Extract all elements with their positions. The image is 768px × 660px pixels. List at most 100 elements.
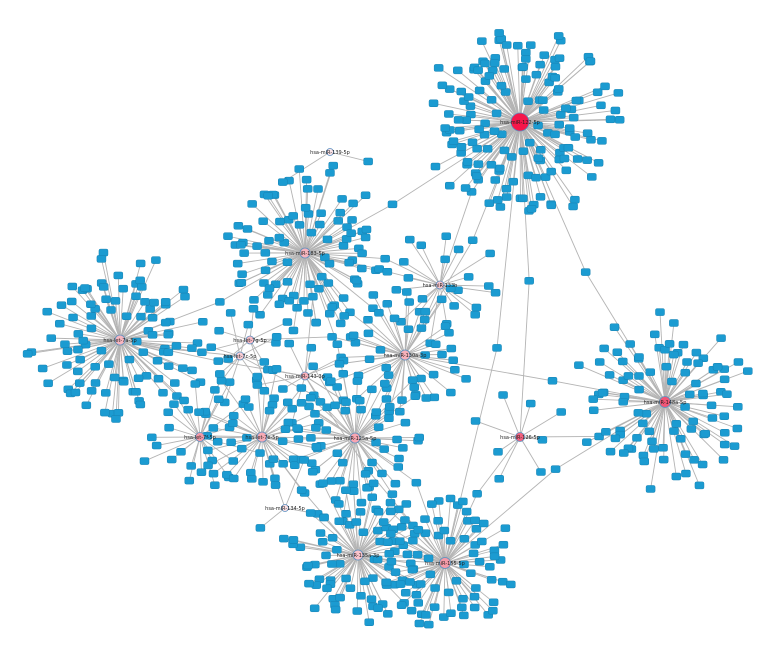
- target-gene-node[interactable]: [248, 305, 259, 313]
- target-gene-node[interactable]: [430, 162, 441, 171]
- target-gene-node[interactable]: [78, 336, 88, 345]
- target-gene-node[interactable]: [568, 113, 579, 122]
- target-gene-node[interactable]: [152, 356, 163, 365]
- target-gene-node[interactable]: [333, 217, 343, 225]
- target-gene-node[interactable]: [325, 169, 335, 177]
- target-gene-node[interactable]: [588, 406, 599, 415]
- target-gene-node[interactable]: [489, 552, 500, 561]
- target-gene-node[interactable]: [259, 358, 270, 366]
- target-gene-node[interactable]: [719, 375, 730, 384]
- target-gene-node[interactable]: [75, 379, 85, 387]
- target-gene-node[interactable]: [458, 594, 468, 603]
- target-gene-node[interactable]: [311, 424, 321, 432]
- target-gene-node[interactable]: [135, 400, 146, 409]
- target-gene-node[interactable]: [459, 535, 470, 543]
- target-gene-node[interactable]: [632, 434, 642, 442]
- target-gene-node[interactable]: [208, 424, 219, 432]
- target-gene-node[interactable]: [357, 264, 367, 273]
- target-gene-node[interactable]: [486, 161, 497, 169]
- target-gene-node[interactable]: [358, 528, 369, 536]
- target-gene-node[interactable]: [80, 284, 90, 292]
- target-gene-node[interactable]: [320, 253, 330, 262]
- target-gene-node[interactable]: [546, 167, 556, 176]
- target-gene-node[interactable]: [363, 157, 373, 166]
- target-gene-node[interactable]: [371, 408, 382, 416]
- target-gene-node[interactable]: [533, 154, 544, 162]
- target-gene-node[interactable]: [433, 517, 443, 525]
- target-gene-node[interactable]: [446, 344, 457, 353]
- target-gene-node[interactable]: [582, 129, 593, 137]
- target-gene-node[interactable]: [180, 292, 190, 301]
- target-gene-node[interactable]: [37, 364, 48, 373]
- target-gene-node[interactable]: [468, 549, 479, 558]
- target-gene-node[interactable]: [352, 607, 363, 615]
- target-gene-node[interactable]: [338, 369, 349, 378]
- target-gene-node[interactable]: [346, 229, 356, 237]
- target-gene-node[interactable]: [348, 199, 358, 208]
- target-gene-node[interactable]: [42, 307, 52, 316]
- target-gene-node[interactable]: [669, 319, 679, 327]
- target-gene-node[interactable]: [335, 319, 346, 328]
- target-gene-node[interactable]: [444, 85, 455, 93]
- target-gene-node[interactable]: [667, 377, 677, 386]
- target-gene-node[interactable]: [347, 216, 357, 224]
- target-gene-node[interactable]: [456, 87, 467, 96]
- target-gene-node[interactable]: [236, 241, 246, 249]
- target-gene-node[interactable]: [118, 284, 128, 293]
- target-gene-node[interactable]: [453, 116, 464, 124]
- target-gene-node[interactable]: [306, 228, 317, 237]
- target-gene-node[interactable]: [446, 609, 456, 617]
- target-gene-node[interactable]: [499, 65, 509, 73]
- target-gene-node[interactable]: [310, 410, 320, 418]
- target-gene-node[interactable]: [308, 292, 318, 301]
- target-gene-node[interactable]: [445, 284, 456, 293]
- target-gene-node[interactable]: [550, 74, 561, 82]
- target-gene-node[interactable]: [86, 324, 97, 333]
- target-gene-node[interactable]: [719, 440, 730, 449]
- target-gene-node[interactable]: [508, 177, 519, 186]
- target-gene-node[interactable]: [441, 232, 451, 240]
- target-gene-node[interactable]: [164, 423, 174, 432]
- target-gene-node[interactable]: [334, 360, 345, 368]
- target-gene-node[interactable]: [319, 513, 329, 522]
- target-gene-node[interactable]: [625, 340, 635, 348]
- target-gene-node[interactable]: [282, 258, 293, 266]
- target-gene-node[interactable]: [732, 424, 743, 433]
- target-gene-node[interactable]: [263, 291, 273, 299]
- target-gene-node[interactable]: [421, 394, 432, 402]
- target-gene-node[interactable]: [619, 449, 629, 457]
- target-gene-node[interactable]: [546, 201, 557, 210]
- target-gene-node[interactable]: [311, 318, 321, 327]
- target-gene-node[interactable]: [474, 86, 485, 95]
- target-gene-node[interactable]: [439, 526, 450, 535]
- target-gene-node[interactable]: [480, 119, 490, 128]
- mirna-node[interactable]: [352, 549, 364, 561]
- target-gene-node[interactable]: [492, 196, 503, 204]
- target-gene-node[interactable]: [160, 298, 171, 306]
- target-gene-node[interactable]: [421, 611, 431, 619]
- target-gene-node[interactable]: [137, 283, 147, 291]
- target-gene-node[interactable]: [335, 208, 345, 217]
- target-gene-node[interactable]: [531, 173, 541, 182]
- target-gene-node[interactable]: [348, 480, 359, 488]
- target-gene-node[interactable]: [327, 303, 337, 311]
- target-gene-node[interactable]: [420, 351, 430, 359]
- target-gene-node[interactable]: [278, 385, 288, 393]
- target-gene-node[interactable]: [461, 375, 471, 383]
- target-gene-node[interactable]: [304, 579, 314, 588]
- target-gene-node[interactable]: [689, 456, 699, 464]
- target-gene-node[interactable]: [56, 301, 67, 309]
- target-gene-node[interactable]: [484, 72, 495, 80]
- target-gene-node[interactable]: [533, 121, 543, 130]
- target-gene-node[interactable]: [618, 398, 628, 406]
- target-gene-node[interactable]: [420, 307, 431, 316]
- target-gene-node[interactable]: [255, 310, 265, 319]
- target-gene-node[interactable]: [513, 41, 523, 50]
- target-gene-node[interactable]: [456, 143, 467, 151]
- target-gene-node[interactable]: [645, 485, 656, 493]
- target-gene-node[interactable]: [68, 313, 78, 322]
- target-gene-node[interactable]: [43, 379, 53, 388]
- target-gene-node[interactable]: [368, 574, 378, 582]
- target-gene-node[interactable]: [610, 106, 621, 115]
- target-gene-node[interactable]: [563, 143, 574, 152]
